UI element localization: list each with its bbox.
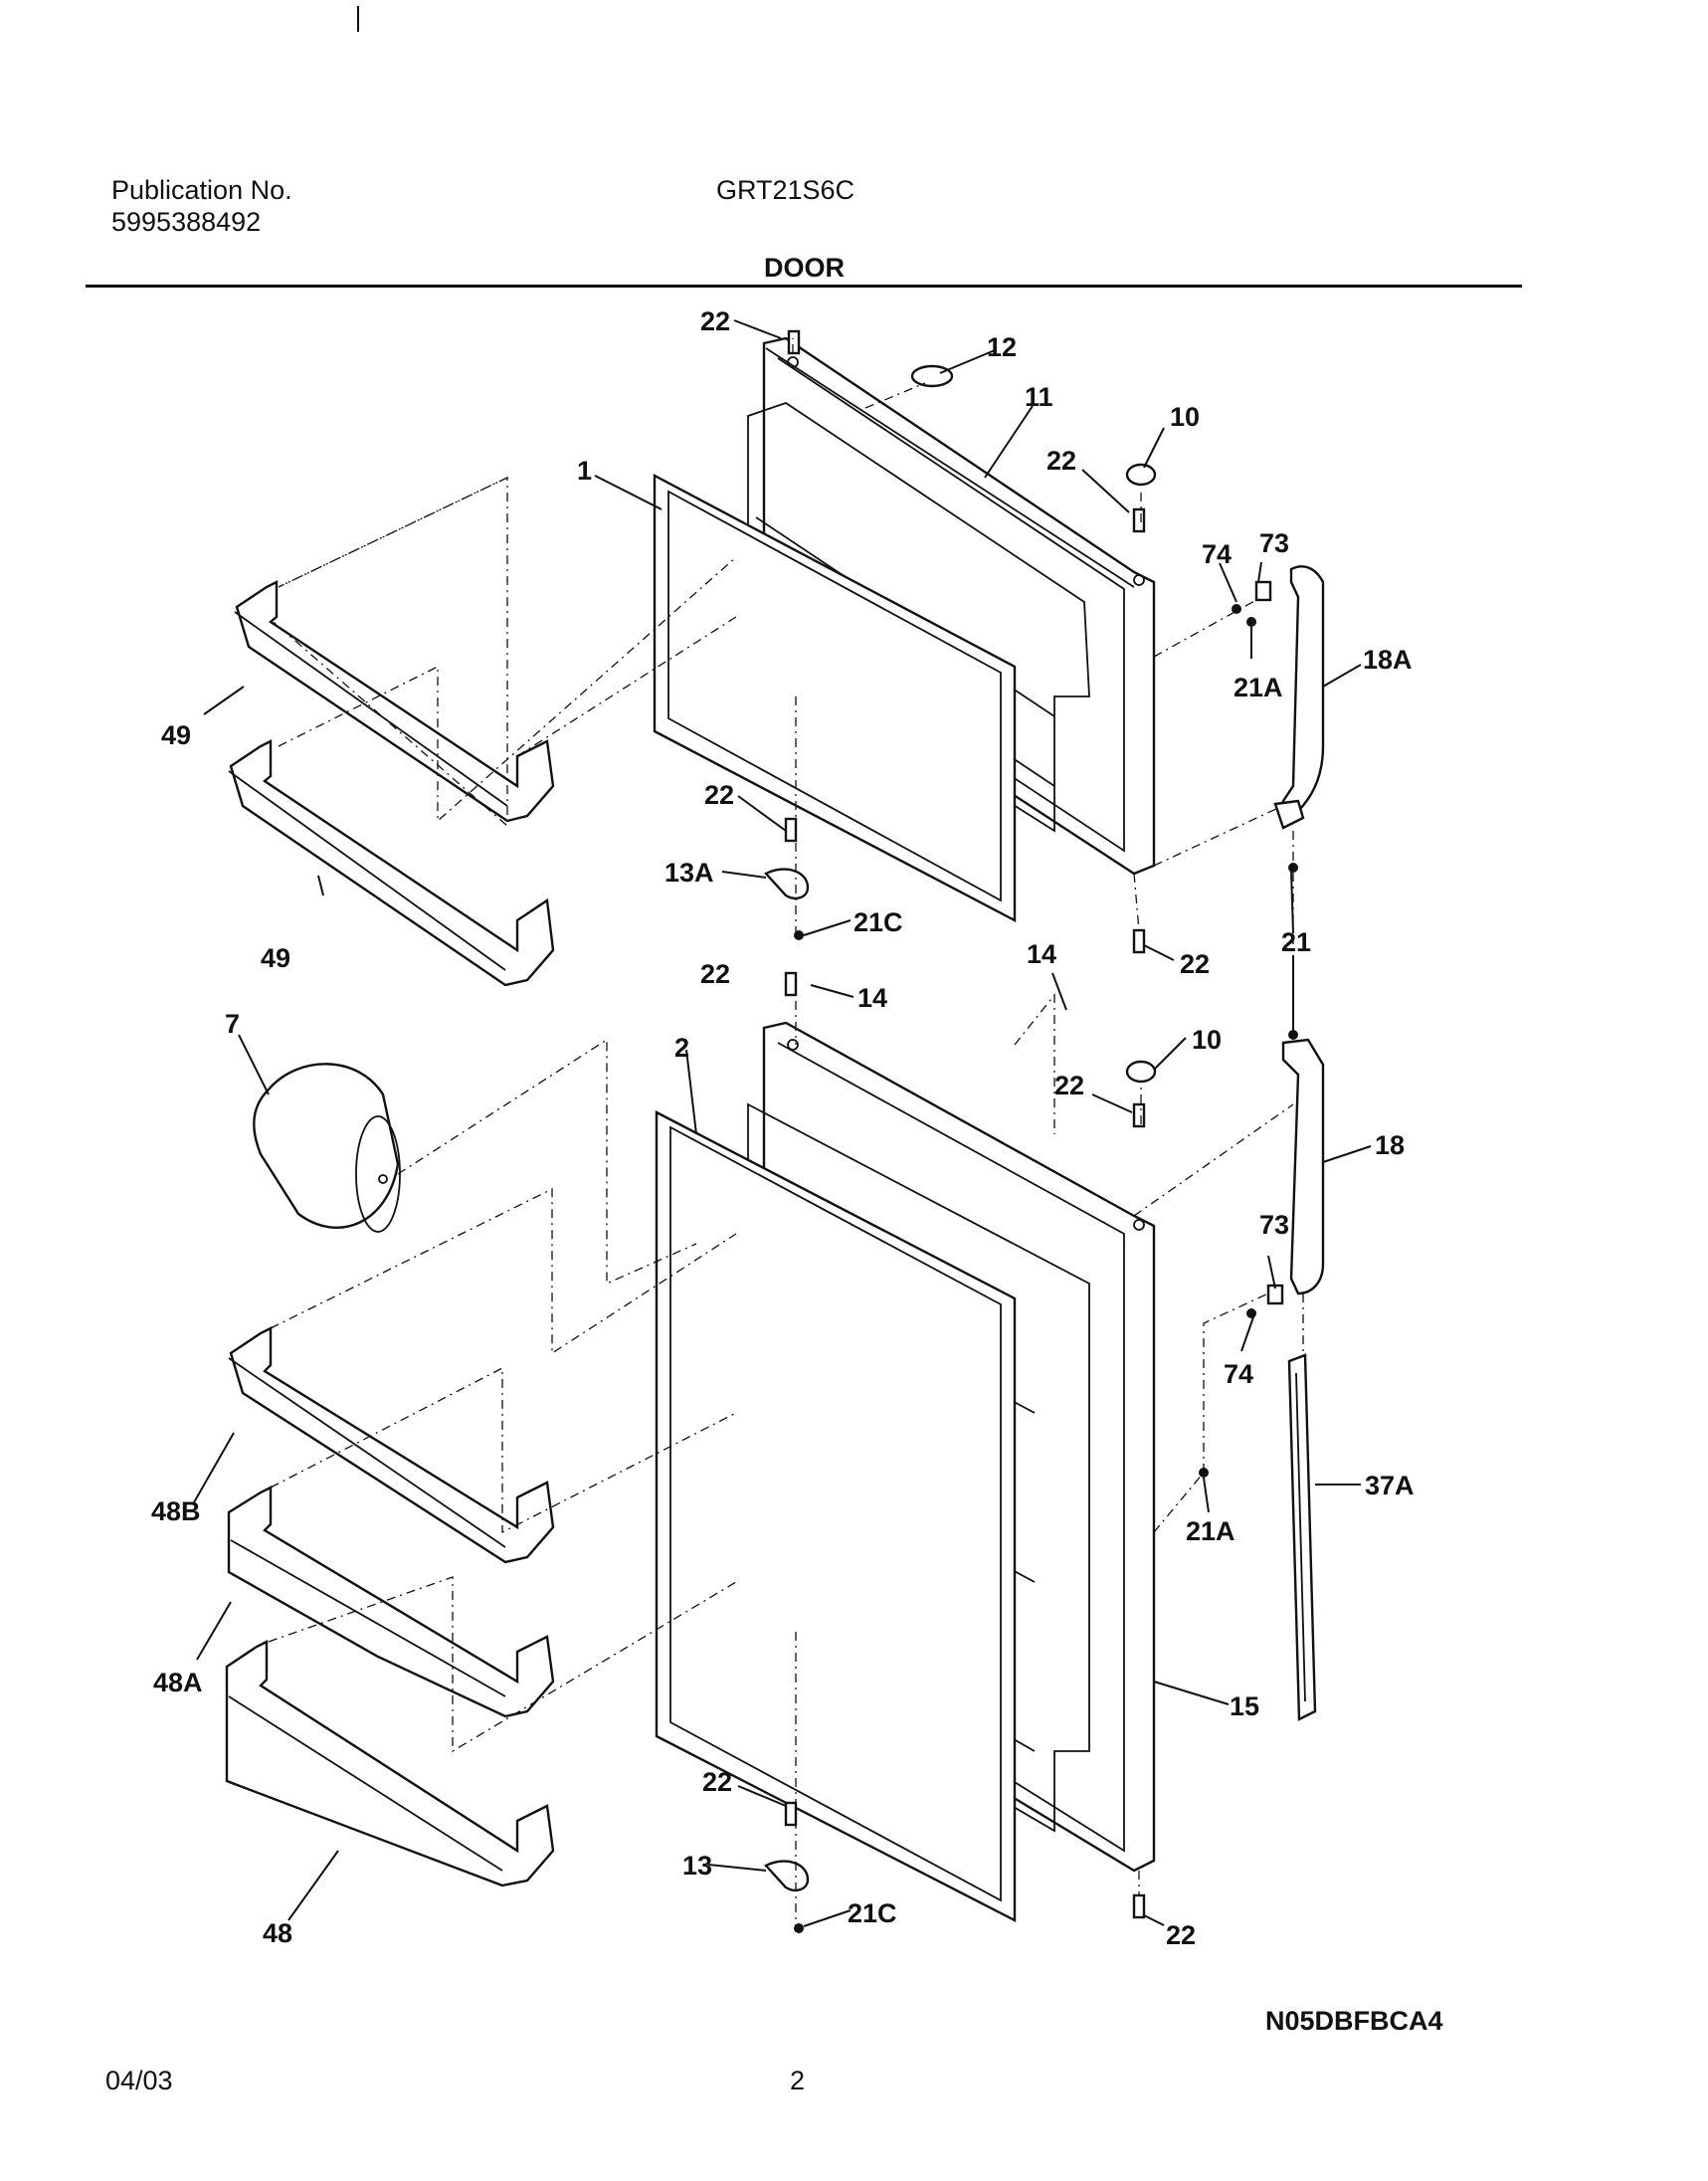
section-title: DOOR <box>764 253 845 283</box>
callout-21C: 21C <box>854 907 903 937</box>
hinge-13 <box>764 1860 810 1891</box>
callout-21A: 21A <box>1234 673 1283 702</box>
callout-7: 7 <box>225 1009 240 1039</box>
freezer-shelf-49-upper <box>234 580 555 823</box>
callout-22: 22 <box>1180 949 1210 979</box>
model-number: GRT21S6C <box>716 175 855 205</box>
fasteners <box>784 329 1298 1933</box>
callout-48: 48 <box>263 1918 292 1948</box>
hinge-13A <box>764 868 810 899</box>
callout-14: 14 <box>857 983 887 1013</box>
callout-21: 21 <box>1281 927 1311 957</box>
fresh-food-handle-18 <box>1281 1038 1325 1295</box>
callout-22: 22 <box>1046 446 1076 476</box>
callout-10: 10 <box>1170 402 1200 432</box>
callout-18: 18 <box>1375 1130 1405 1160</box>
assembly-lines <box>268 338 1304 1930</box>
freezer-door-gasket-1 <box>653 474 1017 922</box>
leader-lines <box>193 319 1372 1927</box>
callout-22: 22 <box>704 780 734 810</box>
callout-37A: 37A <box>1365 1471 1415 1500</box>
door-bin-48B <box>228 1326 555 1564</box>
trim-strip-37A <box>1287 1353 1317 1721</box>
callout-48B: 48B <box>151 1496 201 1526</box>
callout-74: 74 <box>1202 539 1232 569</box>
callout-74: 74 <box>1224 1359 1253 1389</box>
freezer-handle-18A <box>1273 565 1325 830</box>
callout-14: 14 <box>1027 939 1056 969</box>
callout-18A: 18A <box>1363 645 1413 675</box>
callout-labels: 22 12 11 10 22 1 74 73 18A 21A 49 49 22 … <box>151 306 1415 1950</box>
callout-73: 73 <box>1259 1210 1289 1240</box>
callout-13A: 13A <box>664 858 714 888</box>
publication-number: 5995388492 <box>111 207 262 237</box>
ice-bucket-7 <box>253 1063 401 1233</box>
callout-22: 22 <box>1054 1071 1084 1100</box>
callout-12: 12 <box>987 332 1017 362</box>
callout-2: 2 <box>674 1033 689 1063</box>
publication-label: Publication No. <box>111 175 292 205</box>
callout-1: 1 <box>577 456 592 486</box>
fresh-food-door-gasket-2 <box>655 1110 1017 1922</box>
callout-21A: 21A <box>1186 1516 1235 1546</box>
callout-22: 22 <box>700 959 730 989</box>
callout-49: 49 <box>161 720 191 750</box>
top-tick-mark <box>357 6 359 32</box>
callout-22: 22 <box>702 1767 732 1797</box>
callout-10: 10 <box>1192 1025 1222 1055</box>
callout-22: 22 <box>1166 1920 1196 1950</box>
revision-date: 04/03 <box>105 2066 173 2095</box>
callout-73: 73 <box>1259 528 1289 558</box>
callout-13: 13 <box>682 1851 712 1881</box>
page-number: 2 <box>790 2066 806 2095</box>
diagram-code: N05DBFBCA4 <box>1265 2006 1443 2036</box>
callout-48A: 48A <box>153 1668 203 1697</box>
callout-15: 15 <box>1230 1691 1259 1721</box>
callout-11: 11 <box>1025 382 1053 412</box>
callout-49: 49 <box>261 943 290 973</box>
door-bin-48A <box>227 1486 555 1718</box>
callout-21C: 21C <box>848 1898 897 1928</box>
callout-22: 22 <box>700 306 730 336</box>
freezer-shelf-49-lower <box>228 739 555 987</box>
header-rule <box>86 285 1522 288</box>
door-bin-48 <box>225 1640 555 1887</box>
